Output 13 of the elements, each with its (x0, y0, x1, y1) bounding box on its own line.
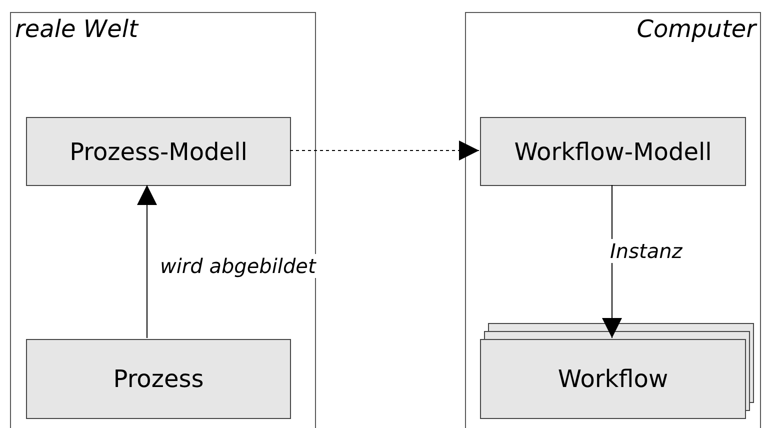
arrow (602, 184, 622, 338)
arrow (290, 140, 480, 160)
process-box: Workflow-Modell (480, 117, 746, 186)
edge-label: Instanz (608, 239, 684, 263)
arrow (137, 184, 157, 338)
process-box: Prozess-Modell (26, 117, 291, 186)
process-box: Prozess (26, 339, 291, 419)
stacked-process-box (480, 323, 754, 419)
box-label: Workflow (556, 364, 670, 395)
area-title: reale Welt (15, 15, 138, 43)
area-frame (465, 12, 761, 428)
area-frame (10, 12, 316, 428)
area-title: Computer (636, 15, 756, 43)
